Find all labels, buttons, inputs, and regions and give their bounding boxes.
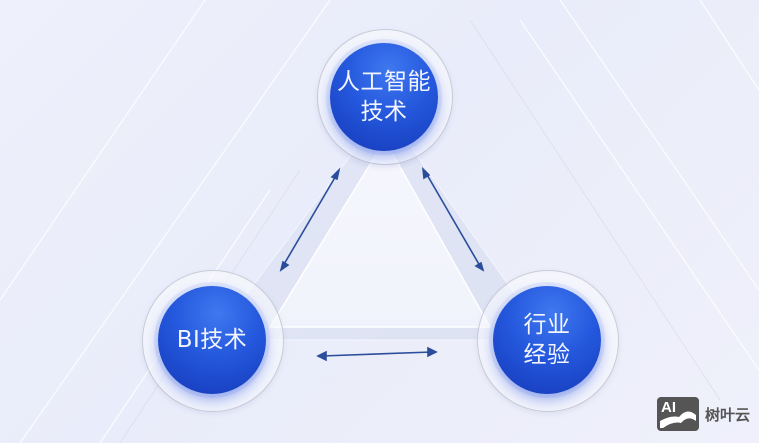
watermark: AI 树叶云 [657,397,750,431]
node-ai-line1: 人工智能 [337,69,431,95]
watermark-ai-text: AI [661,399,676,416]
node-ai-technology: 人工智能 技术 [330,43,438,151]
node-ai-line2: 技术 [360,99,408,125]
triangle-inner [268,138,492,328]
image-icon: AI [657,397,699,431]
node-industry-experience: 行业 经验 [493,286,601,394]
watermark-text: 树叶云 [705,405,751,424]
node-bi-technology: BI技术 [158,286,266,394]
node-bi-line1: BI技术 [176,327,248,353]
node-industry-line1: 行业 [523,312,571,338]
arrows [279,166,485,362]
node-industry-line2: 经验 [523,342,571,368]
